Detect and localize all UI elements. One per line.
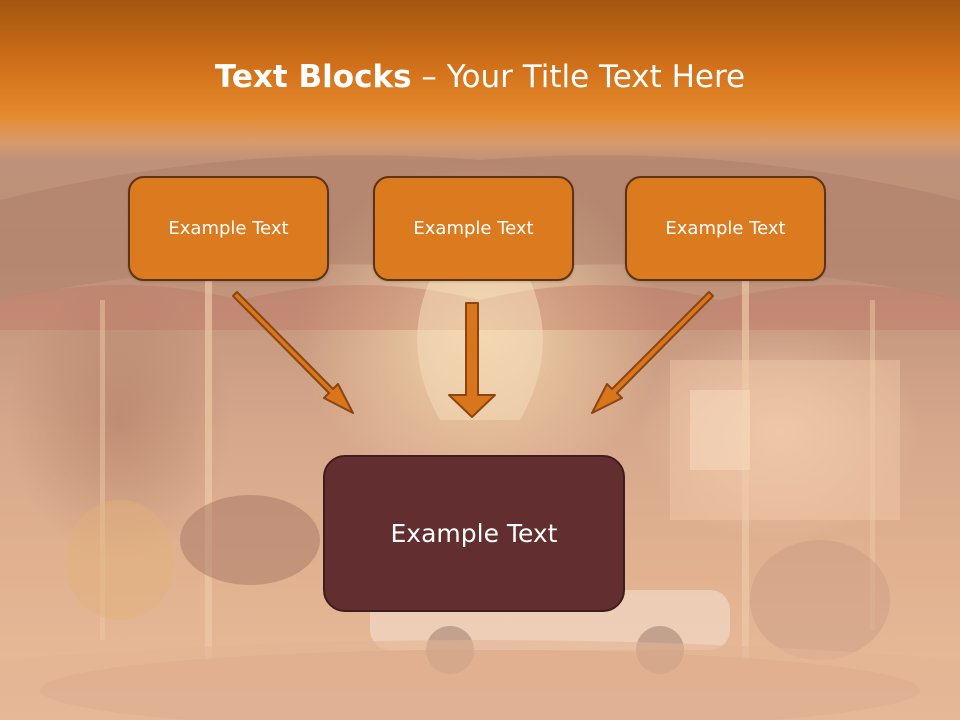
text-block-2[interactable]: Example Text [373,176,574,281]
text-block-1[interactable]: Example Text [128,176,329,281]
text-block-2-label: Example Text [413,218,534,239]
main-text-block[interactable]: Example Text [323,455,625,612]
text-block-3[interactable]: Example Text [625,176,826,281]
slide-title[interactable]: Text Blocks – Your Title Text Here [0,52,960,102]
title-banner [0,0,960,160]
title-rest-text: – Your Title Text Here [411,59,746,95]
text-block-1-label: Example Text [168,218,289,239]
main-text-block-label: Example Text [390,519,558,548]
text-block-3-label: Example Text [665,218,786,239]
title-bold-text: Text Blocks [214,59,412,95]
